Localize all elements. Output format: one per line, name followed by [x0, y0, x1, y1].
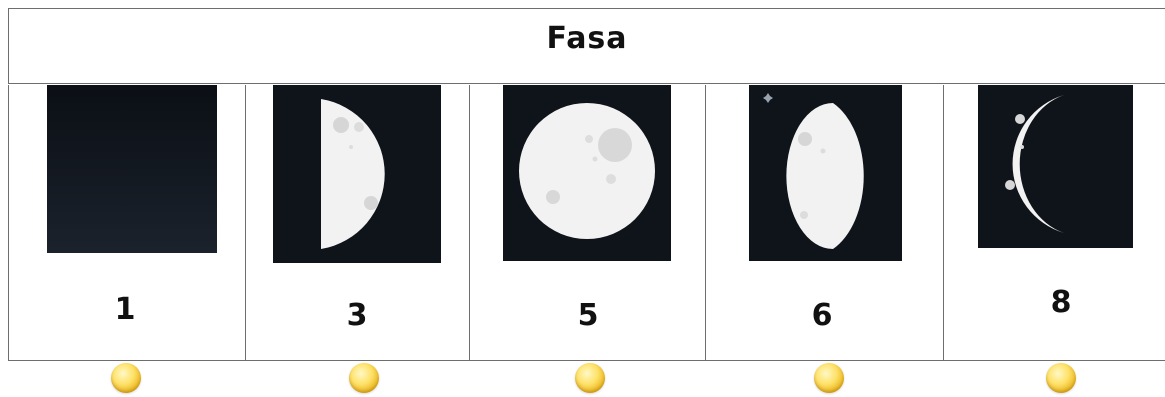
table-title: Fasa — [546, 21, 628, 56]
phase-number: 8 — [1050, 285, 1072, 320]
moon-phase-table: Fasa 1 — [8, 8, 1165, 361]
coin-icon — [814, 363, 844, 393]
coin-icon — [349, 363, 379, 393]
phase-cell-8: 8 — [944, 85, 1165, 360]
phase-cell-3: 3 — [246, 85, 470, 360]
coin-icon — [111, 363, 141, 393]
waning-gibbous-moon-icon — [749, 85, 902, 261]
phase-number: 3 — [346, 298, 368, 333]
phase-number: 1 — [114, 292, 136, 327]
phase-cell-5: 5 — [470, 85, 706, 360]
waning-crescent-moon-icon — [978, 85, 1133, 248]
phase-number: 6 — [811, 298, 833, 333]
coin-icon — [1046, 363, 1076, 393]
first-quarter-moon-icon — [273, 85, 441, 263]
full-moon-icon — [503, 85, 671, 261]
phases-row: 1 3 — [8, 85, 1165, 361]
phase-cell-6: 6 — [706, 85, 944, 360]
header-row: Fasa — [8, 8, 1165, 84]
new-moon-icon — [47, 85, 217, 253]
phase-cell-1: 1 — [9, 85, 246, 360]
phase-number: 5 — [577, 298, 599, 333]
coin-icon — [575, 363, 605, 393]
